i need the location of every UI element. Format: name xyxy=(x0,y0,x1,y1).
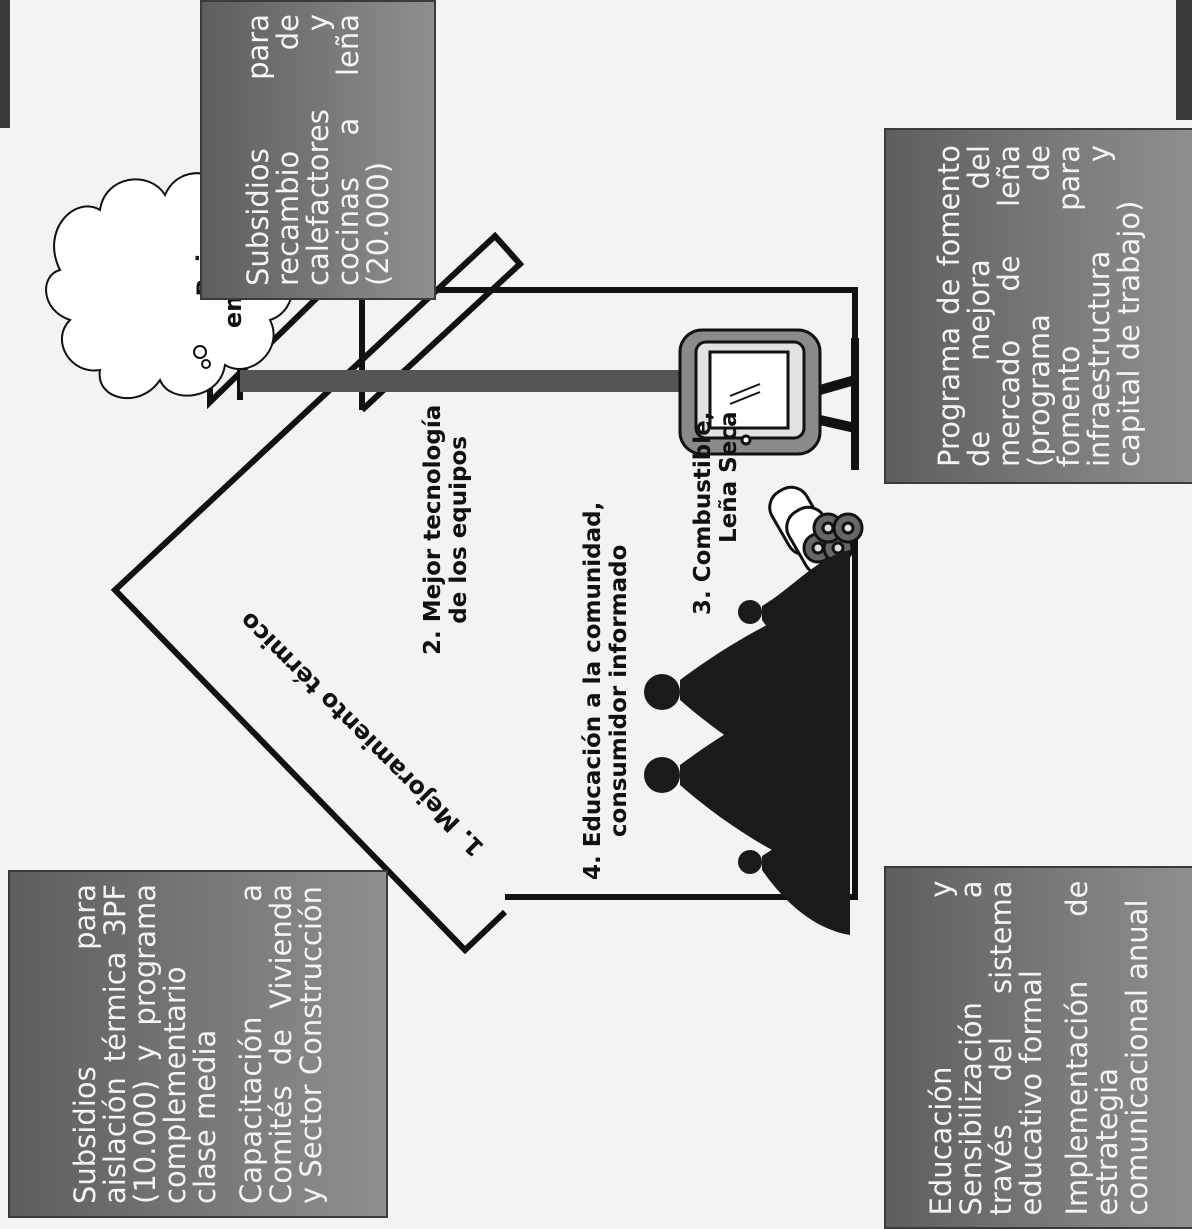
box-top-left-p2: Capacitación a Comités de Vivienda y Sec… xyxy=(234,884,328,1204)
box-top-left: Subsidios para aislación térmica 3PF (10… xyxy=(8,870,388,1218)
box-top-right-text: Subsidios para recambio de calefactores … xyxy=(241,14,395,286)
stove-icon xyxy=(678,328,859,470)
box-bottom-right-text: Programa de fomento de mejora del mercad… xyxy=(932,145,1146,467)
box-top-right: Subsidios para recambio de calefactores … xyxy=(200,0,436,300)
box-bottom-left-p2: Implementación de estrategia comunicacio… xyxy=(1060,880,1154,1215)
box-top-right-p1: Subsidios para recambio de calefactores … xyxy=(241,14,395,286)
box-top-left-p1: Subsidios para aislación térmica 3PF (10… xyxy=(68,884,222,1204)
label-equipment-line1: 2. Mejor tecnología xyxy=(420,404,446,655)
edge-bar-right xyxy=(1176,0,1192,120)
box-bottom-right-p1: Programa de fomento de mejora del mercad… xyxy=(932,145,1146,467)
edge-bar-left xyxy=(0,0,10,128)
label-fuel-line1: 3. Combustible, xyxy=(690,411,716,616)
box-bottom-left: Educación y Sensibilización a través del… xyxy=(884,866,1192,1229)
box-bottom-left-p1: Educación y Sensibilización a través del… xyxy=(924,880,1048,1215)
box-top-left-text: Subsidios para aislación térmica 3PF (10… xyxy=(68,884,328,1204)
label-fuel-line2: Leña Seca xyxy=(716,411,742,543)
people-icon xyxy=(644,550,850,935)
label-fuel: 3. Combustible, Leña Seca xyxy=(690,412,742,616)
box-bottom-left-text: Educación y Sensibilización a través del… xyxy=(924,880,1154,1215)
label-education: 4. Educación a la comunidad, consumidor … xyxy=(580,502,632,880)
label-education-line1: 4. Educación a la comunidad, xyxy=(580,501,606,880)
label-equipment: 2. Mejor tecnología de los equipos xyxy=(420,405,472,655)
box-bottom-right: Programa de fomento de mejora del mercad… xyxy=(884,128,1192,484)
label-education-line2: consumidor informado xyxy=(606,544,632,838)
label-equipment-line2: de los equipos xyxy=(446,436,472,624)
